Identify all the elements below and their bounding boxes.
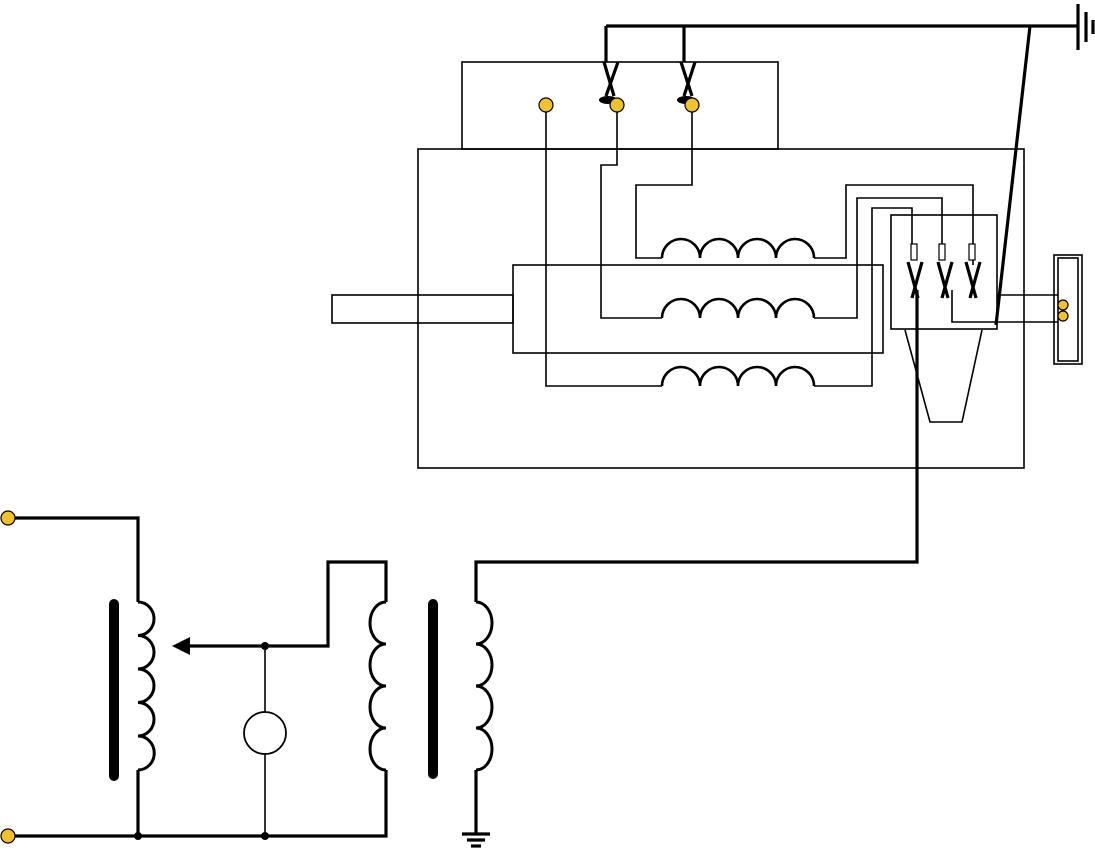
lead-middle-return bbox=[814, 197, 943, 319]
terminal-top-3 bbox=[684, 97, 700, 113]
resistor-terminal-top bbox=[1057, 299, 1069, 311]
ground-symbol-top bbox=[1076, 4, 1095, 50]
motor-supply-lead bbox=[474, 290, 919, 602]
lead-top-return bbox=[814, 184, 974, 265]
lead-bottom-return bbox=[814, 207, 913, 387]
transformer-secondary bbox=[475, 600, 494, 772]
meter-circle bbox=[243, 711, 287, 755]
winding-top bbox=[660, 237, 816, 259]
ground-diagonal-lead bbox=[994, 25, 1032, 326]
winding-middle bbox=[660, 297, 816, 319]
resistor-block bbox=[1053, 254, 1083, 365]
input-line-bottom bbox=[8, 770, 388, 838]
variac-winding bbox=[137, 600, 156, 772]
resistor-block-inner bbox=[1057, 257, 1079, 362]
motor-housing-rect bbox=[417, 148, 1025, 469]
slip-ring-brush-3 bbox=[964, 243, 982, 299]
terminal-top-2 bbox=[609, 97, 625, 113]
brush-frame-top bbox=[461, 61, 779, 150]
slip-ring-block bbox=[890, 214, 998, 330]
winding-bottom bbox=[660, 365, 816, 387]
lead-brush-right bbox=[951, 290, 997, 323]
motor-shaft bbox=[331, 294, 514, 324]
variac-wiper-arrow bbox=[172, 637, 190, 655]
brush-holder-left bbox=[599, 61, 620, 104]
input-terminal-top bbox=[0, 510, 16, 526]
resistor-terminal-bottom bbox=[1057, 310, 1069, 322]
junction-dot-meter-top bbox=[261, 642, 269, 650]
lead-middle-winding bbox=[600, 105, 662, 319]
input-terminal-bottom bbox=[0, 828, 16, 844]
junction-dot-variac-bottom bbox=[134, 832, 142, 840]
terminal-top-1 bbox=[538, 97, 554, 113]
input-line-top bbox=[8, 516, 140, 602]
slip-ring-brush-1 bbox=[906, 243, 924, 299]
lead-bottom-winding bbox=[545, 105, 662, 387]
junction-dot-meter-bottom bbox=[261, 832, 269, 840]
ground-symbol-bottom bbox=[462, 832, 490, 848]
lead-top-winding bbox=[635, 105, 693, 259]
slip-ring-brush-2 bbox=[936, 243, 954, 299]
variac-wiper-line bbox=[186, 560, 388, 648]
transformer-primary bbox=[368, 600, 387, 772]
